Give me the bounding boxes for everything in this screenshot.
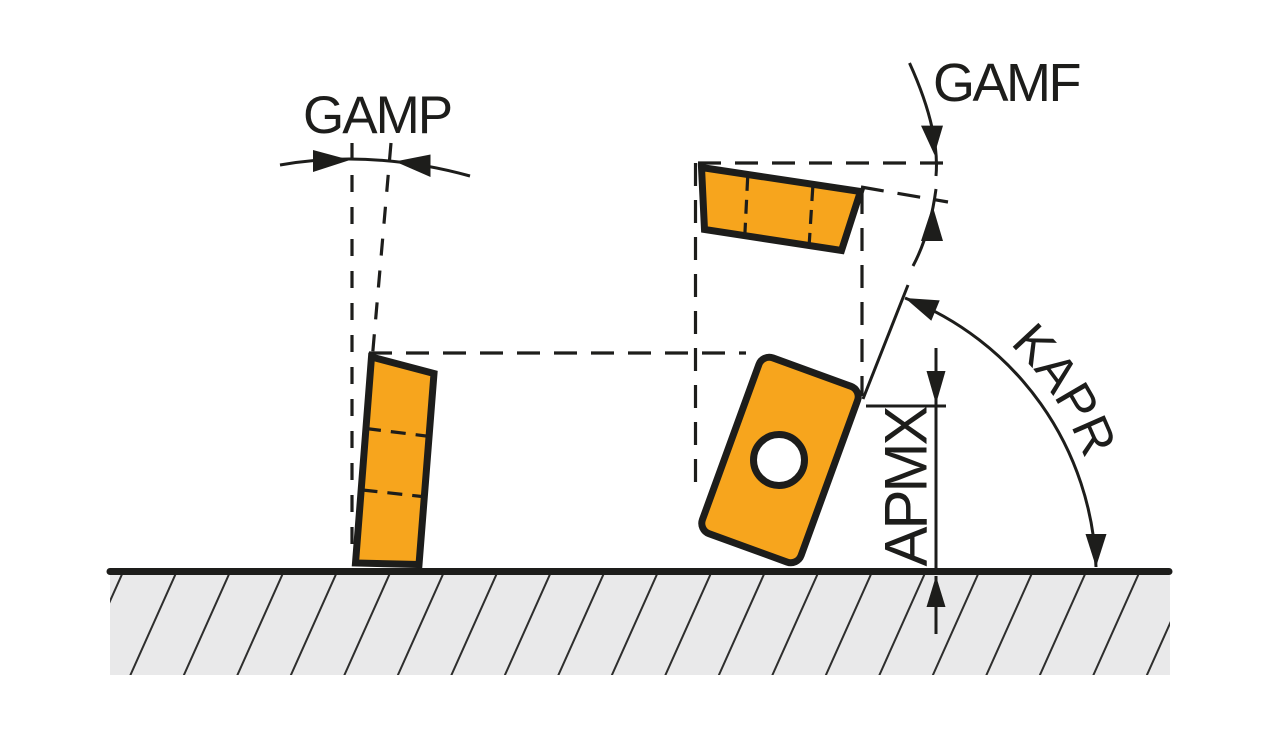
svg-text:GAMF: GAMF: [933, 53, 1080, 113]
svg-text:APMX: APMX: [873, 406, 940, 566]
svg-text:GAMP: GAMP: [303, 86, 451, 145]
